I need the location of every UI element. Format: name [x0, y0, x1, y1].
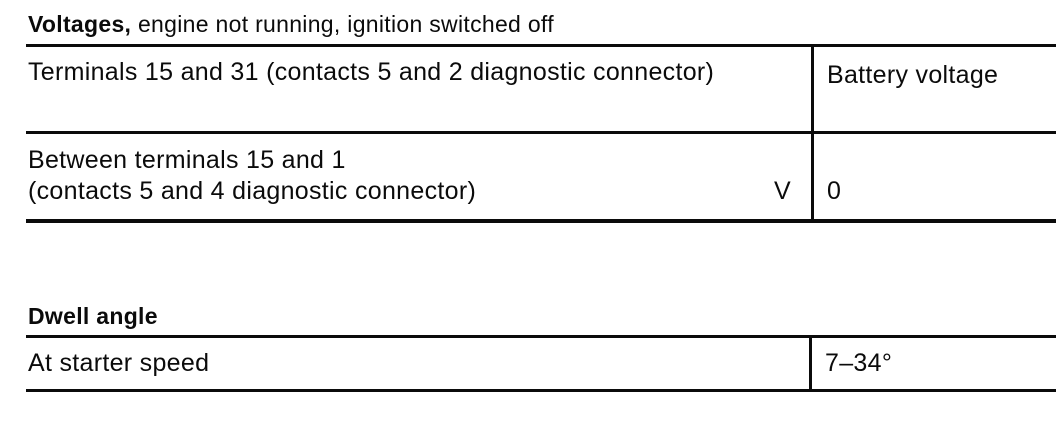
between-terminals-line2: (contacts 5 and 4 diagnostic connector) … [28, 176, 811, 207]
dwell-angle-value-cell: 7–34° [825, 349, 893, 377]
voltages-data-row: Between terminals 15 and 1 (contacts 5 a… [26, 134, 1056, 219]
between-terminals-line1: Between terminals 15 and 1 [28, 146, 346, 174]
battery-voltage-value-cell: Battery voltage [827, 61, 999, 89]
voltages-section-heading: Voltages, engine not running, ignition s… [28, 9, 554, 39]
voltages-heading-bold: Voltages, [28, 11, 132, 37]
voltages-heading-rest: engine not running, ignition switched of… [137, 11, 554, 37]
voltage-zero-value-cell: 0 [827, 177, 842, 205]
between-terminals-label-cell: Between terminals 15 and 1 (contacts 5 a… [26, 134, 814, 219]
voltages-table: Terminals 15 and 31 (contacts 5 and 2 di… [26, 44, 1056, 223]
at-starter-speed-label-cell: At starter speed [26, 338, 812, 389]
dwell-angle-table: At starter speed 7–34° [26, 335, 1056, 392]
dwell-angle-row: At starter speed 7–34° [26, 338, 1056, 389]
between-terminals-line2-text: (contacts 5 and 4 diagnostic connector) [28, 177, 477, 205]
voltages-header-row: Terminals 15 and 31 (contacts 5 and 2 di… [26, 47, 1056, 134]
terminals-15-31-label-cell: Terminals 15 and 31 (contacts 5 and 2 di… [26, 47, 814, 131]
volts-unit-label: V [774, 177, 791, 205]
dwell-angle-section-heading: Dwell angle [28, 303, 158, 329]
